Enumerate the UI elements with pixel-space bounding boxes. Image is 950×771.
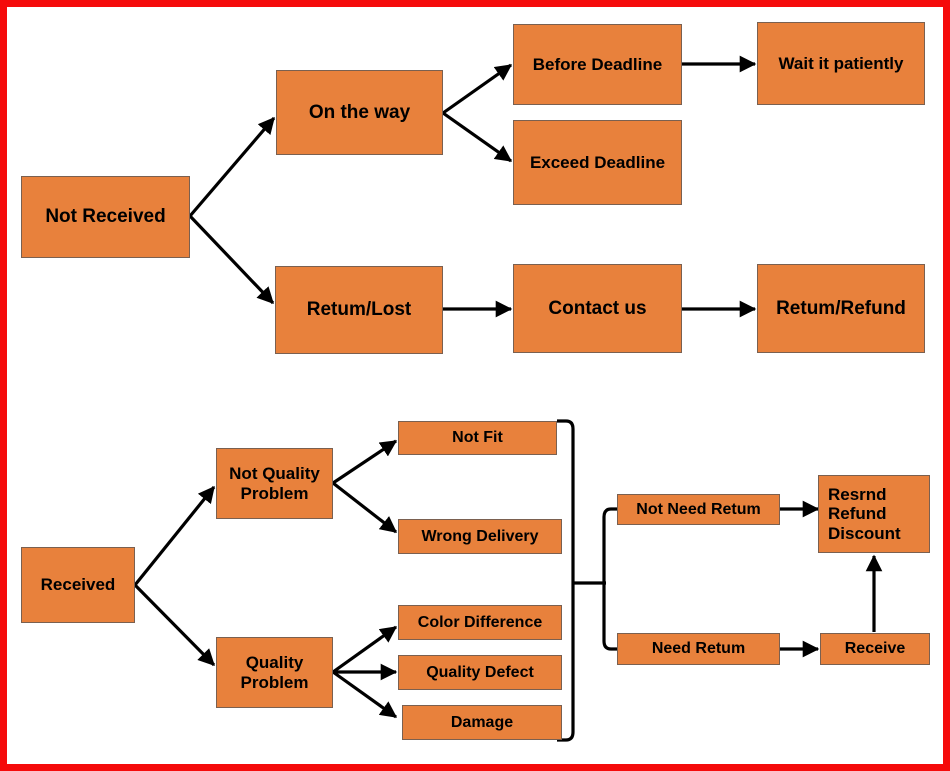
node-received[interactable]: Received — [21, 547, 135, 623]
node-exceed-deadline-label: Exceed Deadline — [529, 152, 666, 172]
node-not-fit[interactable]: Not Fit — [398, 421, 557, 455]
node-quality-problem-line2: Problem — [240, 672, 309, 692]
node-quality-problem[interactable]: Quality Problem — [216, 637, 333, 708]
node-not-need-return[interactable]: Not Need Retum — [617, 494, 780, 525]
node-quality-defect-label: Quality Defect — [426, 663, 534, 681]
node-return-lost[interactable]: Retum/Lost — [275, 266, 443, 354]
node-received-label: Received — [40, 575, 116, 595]
node-wrong-delivery-label: Wrong Delivery — [421, 527, 539, 545]
node-resend-line2: Refund — [828, 504, 887, 524]
node-resend-refund-discount-label: Resrnd Refund Discount — [828, 485, 929, 542]
node-not-received[interactable]: Not Received — [21, 176, 190, 258]
node-return-refund[interactable]: Retum/Refund — [757, 264, 925, 353]
edge-not-received-to-on-the-way — [188, 116, 276, 218]
node-contact-us[interactable]: Contact us — [513, 264, 682, 353]
node-damage[interactable]: Damage — [402, 705, 562, 740]
merge-bracket-left — [557, 419, 575, 742]
node-not-quality-problem-line1: Not Quality — [229, 464, 320, 484]
node-on-the-way[interactable]: On the way — [276, 70, 443, 155]
edge-received-to-not-quality-problem — [133, 485, 216, 587]
node-need-return-label: Need Retum — [651, 640, 746, 658]
edge-quality-to-damage — [332, 670, 398, 719]
node-not-quality-problem-label: Not Quality Problem — [217, 464, 332, 502]
node-color-difference[interactable]: Color Difference — [398, 605, 562, 640]
node-wait-patiently[interactable]: Wait it patiently — [757, 22, 925, 105]
node-on-the-way-label: On the way — [308, 101, 411, 123]
node-exceed-deadline[interactable]: Exceed Deadline — [513, 120, 682, 205]
node-receive-label: Receive — [844, 640, 906, 658]
node-before-deadline[interactable]: Before Deadline — [513, 24, 682, 105]
node-resend-line3: Discount — [828, 523, 901, 543]
node-wrong-delivery[interactable]: Wrong Delivery — [398, 519, 562, 554]
edge-received-to-quality-problem — [133, 583, 216, 667]
edge-quality-to-color-difference — [332, 625, 398, 674]
edge-on-the-way-to-exceed-deadline — [442, 111, 513, 163]
node-not-quality-problem[interactable]: Not Quality Problem — [216, 448, 333, 519]
edge-on-the-way-to-before-deadline — [442, 63, 513, 115]
node-quality-defect[interactable]: Quality Defect — [398, 655, 562, 690]
node-resend-refund-discount[interactable]: Resrnd Refund Discount — [818, 475, 930, 553]
node-wait-patiently-label: Wait it patiently — [778, 53, 904, 73]
node-resend-line1: Resrnd — [828, 485, 887, 505]
node-before-deadline-label: Before Deadline — [532, 54, 663, 74]
edge-not-quality-to-wrong-delivery — [332, 481, 398, 534]
node-not-received-label: Not Received — [45, 206, 166, 228]
node-color-difference-label: Color Difference — [417, 613, 543, 631]
node-return-lost-label: Retum/Lost — [306, 299, 412, 321]
split-bracket-right — [602, 507, 617, 651]
node-return-refund-label: Retum/Refund — [776, 297, 906, 319]
node-damage-label: Damage — [450, 713, 514, 731]
node-contact-us-label: Contact us — [548, 297, 647, 319]
node-not-fit-label: Not Fit — [452, 429, 503, 447]
node-quality-problem-line1: Quality — [245, 653, 304, 673]
edge-not-quality-to-not-fit — [332, 439, 398, 485]
edge-not-received-to-return-lost — [188, 214, 275, 305]
node-need-return[interactable]: Need Retum — [617, 633, 780, 665]
node-not-quality-problem-line2: Problem — [240, 483, 309, 503]
node-not-need-return-label: Not Need Retum — [636, 500, 761, 518]
node-quality-problem-label: Quality Problem — [217, 653, 332, 691]
node-receive[interactable]: Receive — [820, 633, 930, 665]
